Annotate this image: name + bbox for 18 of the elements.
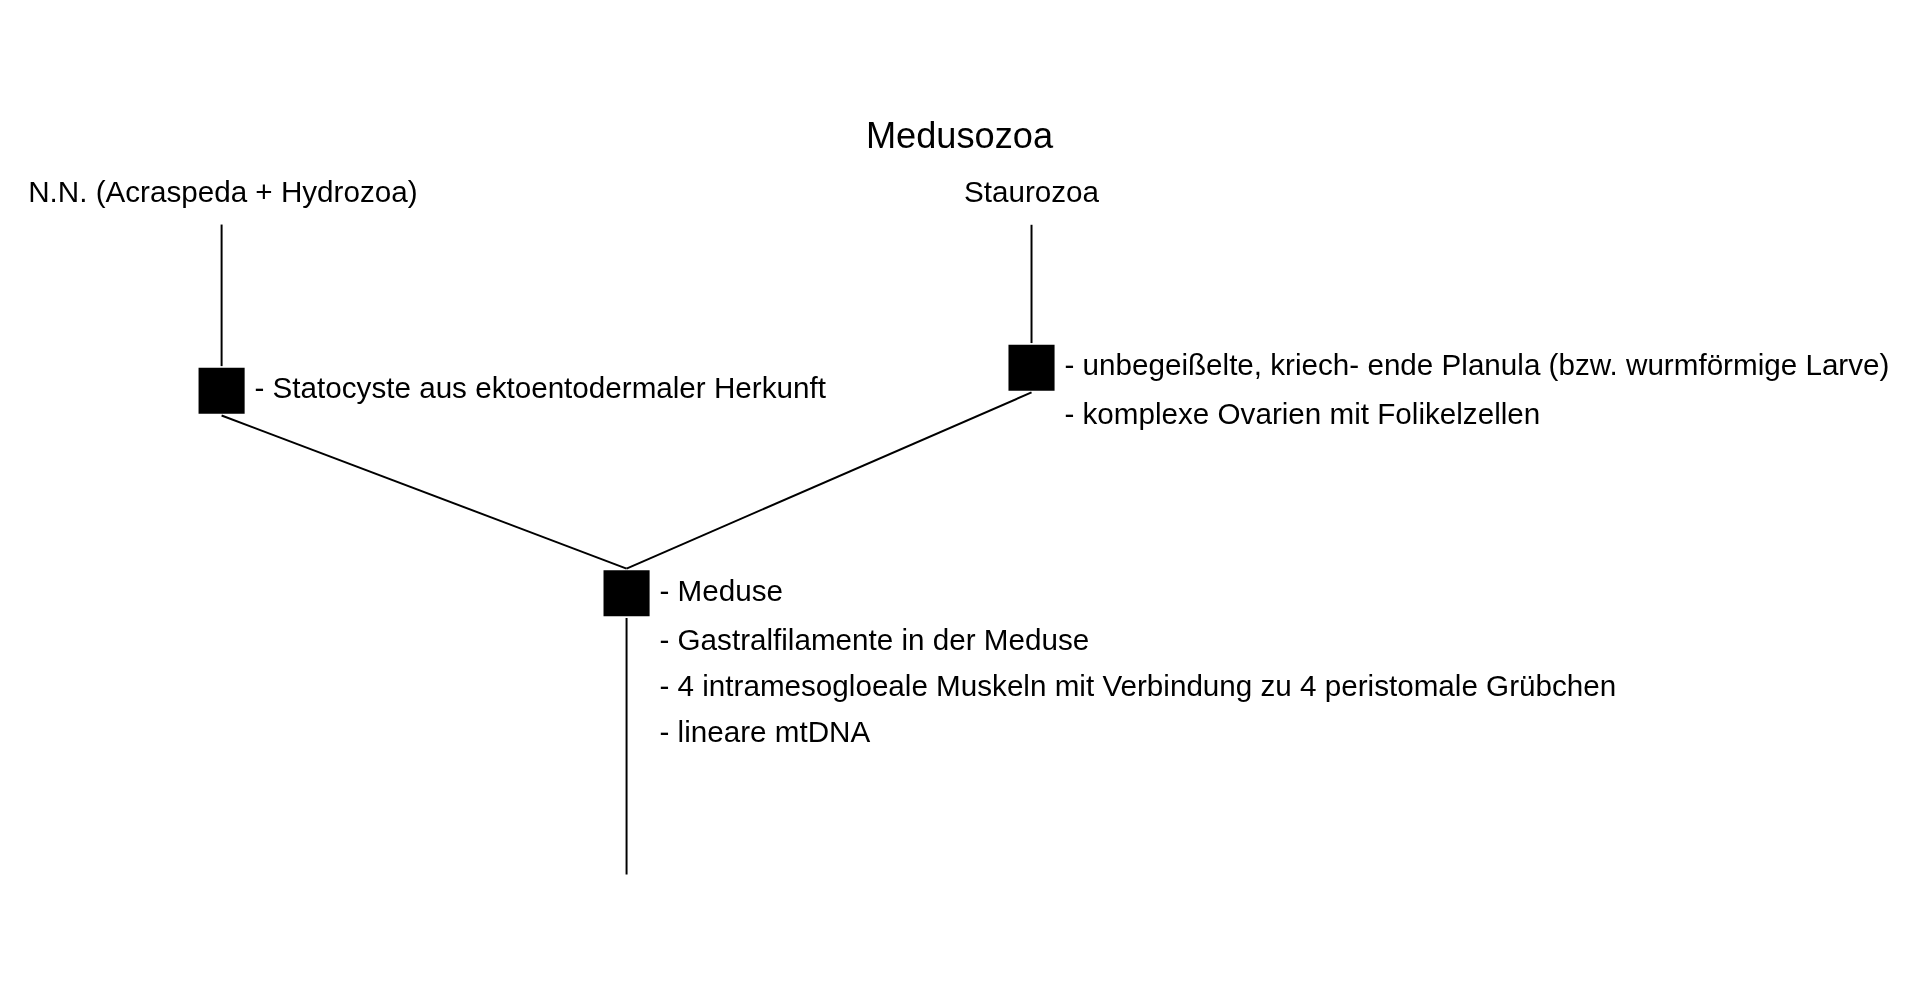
- node-text: Staurozoa: [964, 174, 1100, 208]
- node-label: - Meduse: [659, 573, 783, 607]
- node-label: - komplexe Ovarien mit Folikelzellen: [1064, 396, 1541, 430]
- node-text: N.N. (Acraspeda + Hydrozoa): [28, 174, 418, 208]
- node-box: [198, 367, 245, 414]
- connector: [625, 390, 1033, 570]
- node-box: [603, 569, 650, 616]
- node-label: - Gastralfilamente in der Meduse: [659, 622, 1090, 656]
- node-label: - 4 intramesogloeale Muskeln mit Verbindung zu 4 peristomale Grübchen: [659, 668, 1617, 702]
- connector: [220, 223, 223, 367]
- connector: [625, 616, 628, 876]
- diagram-title: Medusozoa: [865, 114, 1054, 156]
- connector: [1030, 223, 1033, 344]
- node-label: - lineare mtDNA: [659, 714, 871, 748]
- node-box: [1008, 344, 1055, 391]
- connector: [220, 414, 628, 570]
- node-label: - Statocyste aus ektoentodermaler Herkunft: [254, 370, 826, 404]
- node-label: - unbegeißelte, kriech- ende Planula (bzw. wurmförmige Larve): [1064, 347, 1890, 381]
